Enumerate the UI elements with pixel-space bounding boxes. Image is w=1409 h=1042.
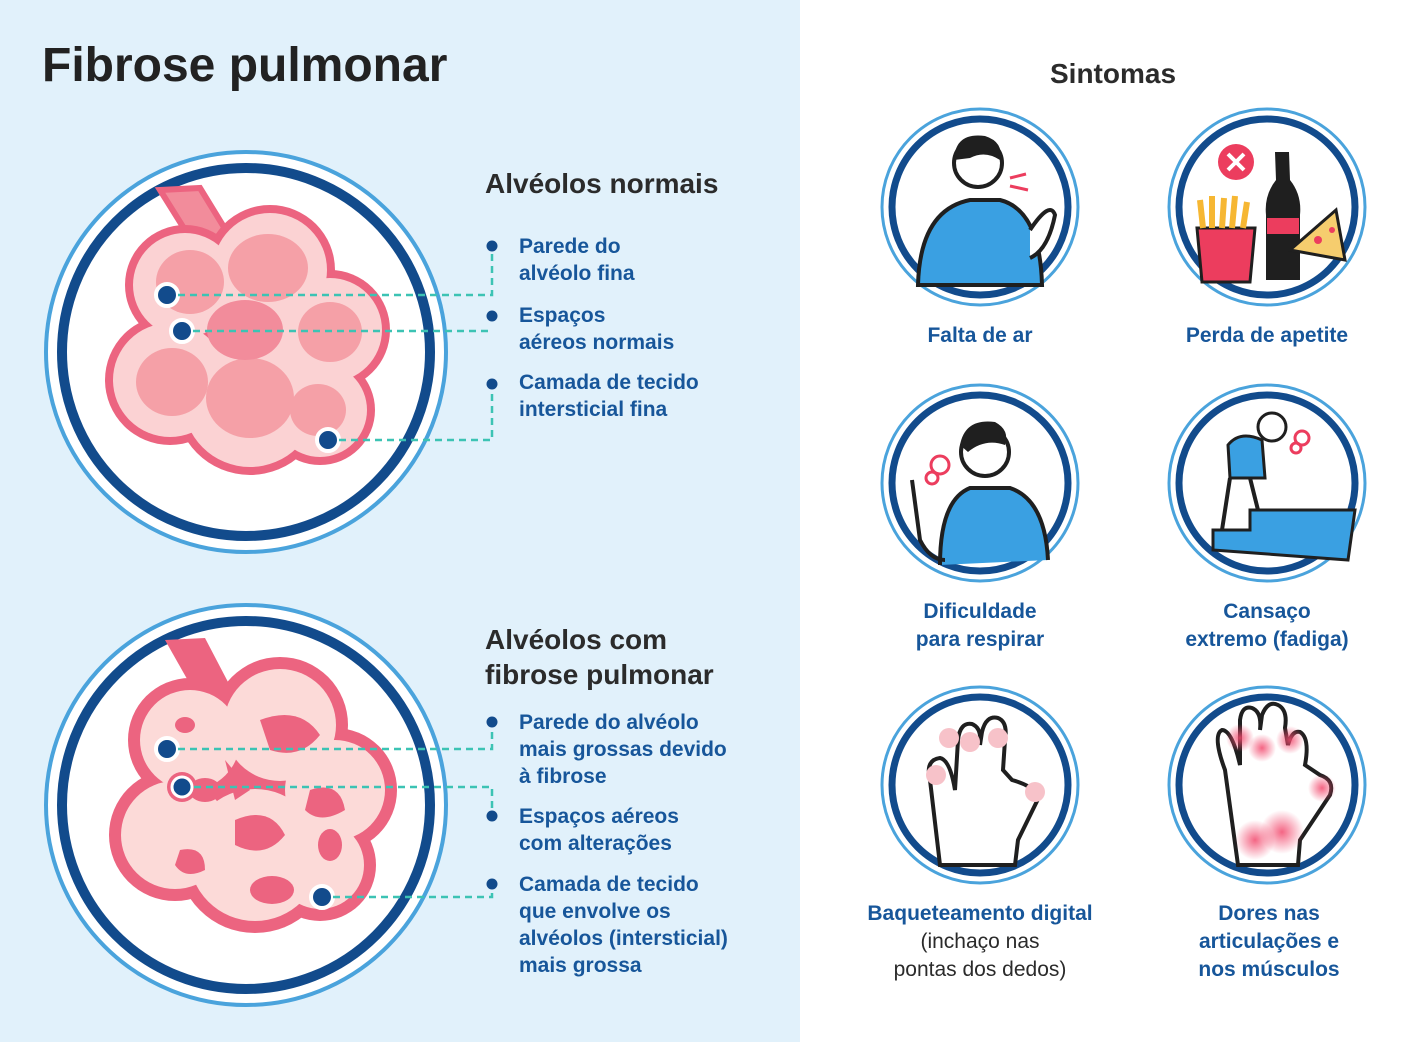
symptom-caption-loss-of-appetite: Perda de apetite bbox=[1185, 324, 1349, 347]
normal-alveoli-heading: Alvéolos normais bbox=[485, 168, 719, 199]
fatigue-icon bbox=[1167, 383, 1367, 583]
thin-interstitial-tissue-label: Camada de tecido intersticial fina bbox=[519, 371, 699, 421]
altered-air-spaces-label: Espaços aéreos com alterações bbox=[519, 805, 679, 855]
symptom-caption-shortness-of-breath: Falta de ar bbox=[927, 324, 1033, 347]
breathing-difficulty-icon bbox=[880, 383, 1080, 583]
shortness-of-breath-icon bbox=[880, 107, 1080, 307]
page-title: Fibrose pulmonar bbox=[42, 39, 448, 92]
thick-alveolar-wall-label: Parede do alvéolo mais grossas devido à … bbox=[519, 711, 727, 788]
fibrosis-alveoli-heading: Alvéolos com fibrose pulmonar bbox=[485, 624, 714, 690]
thin-alveolar-wall-label: Parede do alvéolo fina bbox=[519, 235, 635, 285]
symptom-caption-fatigue: Cansaço extremo (fadiga) bbox=[1185, 600, 1349, 651]
symptoms-title: Sintomas bbox=[1050, 58, 1177, 89]
joint-pain-icon bbox=[1167, 685, 1367, 885]
normal-air-spaces-label: Espaços aéreos normais bbox=[519, 304, 675, 354]
thick-interstitial-tissue-label: Camada de tecido que envolve os alvéolos… bbox=[519, 873, 728, 977]
symptom-caption-breathing-difficulty: Dificuldade para respirar bbox=[915, 600, 1045, 651]
symptom-caption-digital-clubbing: Baqueteamento digital (inchaço nas ponta… bbox=[867, 902, 1093, 981]
symptom-caption-joint-pain: Dores nas articulações e nos músculos bbox=[1198, 902, 1340, 981]
digital-clubbing-icon bbox=[880, 685, 1080, 885]
loss-of-appetite-icon bbox=[1167, 107, 1367, 307]
fibrosis-alveoli-illustration bbox=[44, 603, 498, 1007]
normal-alveoli-illustration bbox=[44, 150, 498, 554]
